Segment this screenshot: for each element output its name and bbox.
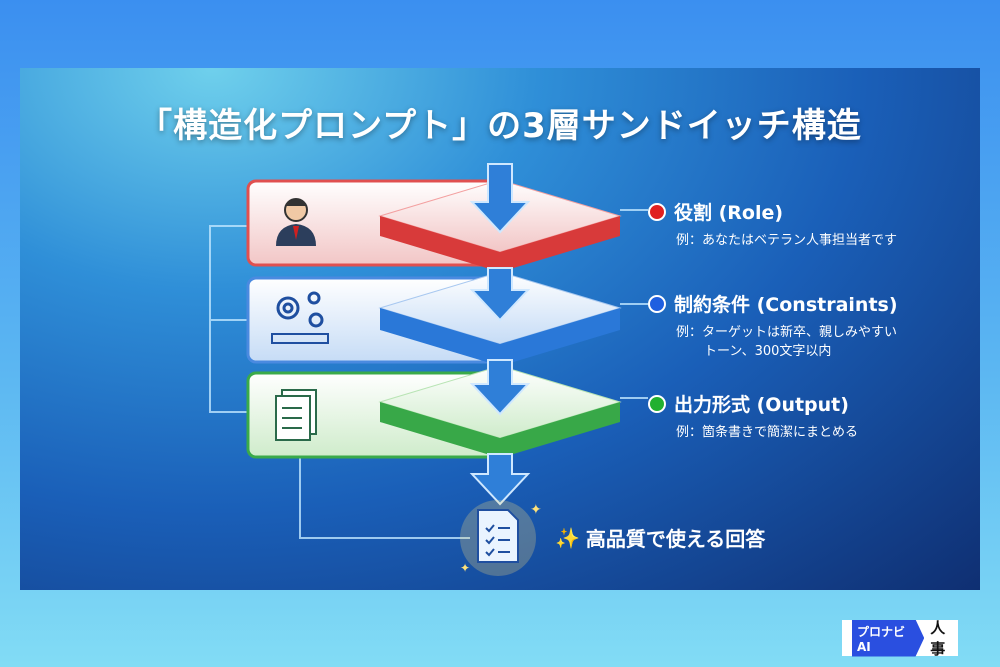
role-heading: 役割 (Role) [674,202,784,224]
role-label: 役割 (Role) 例：あなたはベテラン人事担当者です [648,198,897,250]
constraints-layer [380,308,620,366]
result-text: 高品質で使える回答 [585,527,766,551]
svg-text:✦: ✦ [530,502,542,518]
role-layer [380,216,620,272]
constraints-heading: 制約条件 (Constraints) [674,294,898,316]
result-label: ✨高品質で使える回答 [555,523,765,552]
documents-list-icon [275,389,317,441]
gears-ruler-icon [271,291,329,344]
logo-text: 人事 [930,619,946,658]
output-example: 例：箇条書きで簡潔にまとめる [676,425,859,440]
constraints-label: 制約条件 (Constraints) 例：ターゲットは新卒、親しみやすい トーン… [648,290,898,361]
constraints-example-line2: トーン、300文字以内 [704,344,832,359]
red-dot-icon [648,202,666,221]
infographic-panel: 「構造化プロンプト」の3層サンドイッチ構造 [20,68,980,590]
svg-text:✦: ✦ [460,561,470,575]
logo-badge: プロナビAI [852,619,925,657]
down-arrows [469,163,531,506]
green-dot-icon [648,394,666,413]
output-heading: 出力形式 (Output) [674,394,849,416]
sparkle-icon: ✨ [555,525,580,550]
role-example: 例：あなたはベテラン人事担当者です [676,233,898,248]
output-label: 出力形式 (Output) 例：箇条書きで簡潔にまとめる [648,390,858,442]
checklist-document-icon [477,509,519,563]
connector-lines [209,209,648,539]
constraints-example: 例：ターゲットは新卒、親しみやすい [676,325,898,340]
page-title: 「構造化プロンプト」の3層サンドイッチ構造 [138,106,862,146]
sandwich-diagram: ✦✦ [209,163,648,576]
blue-dot-icon [648,294,666,313]
business-person-icon [276,198,316,246]
brand-logo: プロナビAI 人事 [842,619,958,658]
output-layer [380,402,620,458]
